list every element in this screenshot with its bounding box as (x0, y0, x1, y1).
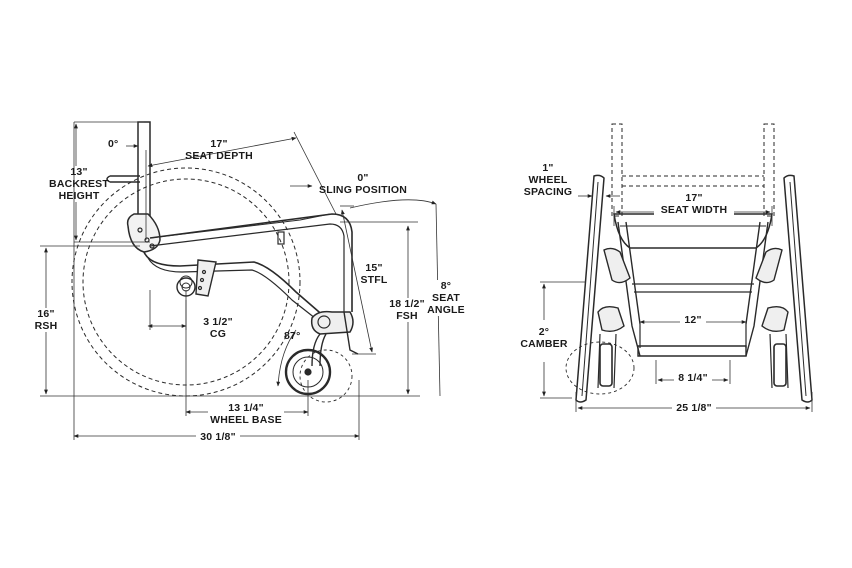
camber-value: 2° (538, 326, 550, 338)
rsh-value: 16" (37, 308, 55, 320)
camber-label: 2° CAMBER (516, 326, 572, 350)
fsh-label: 18 1/2" FSH (386, 298, 428, 322)
side-dimension-lines (40, 121, 441, 440)
fsh-name: FSH (396, 310, 418, 322)
caster-hub (304, 368, 312, 376)
seat-depth-label: 17" SEAT DEPTH (184, 138, 254, 162)
side-view (71, 121, 359, 403)
plate-hole (199, 277, 205, 283)
seat-sling (149, 213, 331, 239)
lower-frame (143, 251, 327, 319)
caster-housing-right (761, 305, 789, 333)
sling-position-value: 0" (357, 172, 369, 184)
cg-value: 3 1/2" (203, 316, 233, 328)
front-view (565, 123, 813, 403)
sling-position-name: SLING POSITION (319, 184, 407, 196)
caster-housing-left (597, 305, 625, 333)
seat-depth-name: SEAT DEPTH (185, 150, 253, 162)
plate-hole (201, 269, 207, 275)
seat-width-name: SEAT WIDTH (660, 204, 728, 216)
caster-swing-left (565, 341, 635, 395)
caster-swing-arc (299, 349, 353, 403)
inner-width-label: 12" (680, 314, 706, 326)
seat-angle-value: 8° (440, 280, 452, 292)
front-frame-right (745, 221, 769, 357)
handrim-left (581, 181, 599, 397)
cg-name: CG (209, 328, 227, 340)
seat-angle-label: 8° SEAT ANGLE (426, 280, 466, 316)
caster-angle-label: 87° (284, 330, 301, 342)
backrest-height-value: 13" (70, 166, 88, 178)
overall-length-label: 30 1/8" (196, 431, 240, 443)
overall-width-label: 25 1/8" (672, 402, 716, 414)
stfl-label: 15" STFL (358, 262, 390, 286)
wheel-base-value: 13 1/4" (228, 402, 264, 414)
backrest-post-left (611, 123, 623, 217)
caster-bolt (317, 315, 331, 329)
seat-sling-front (613, 213, 773, 249)
wheel-spacing-label: 1" WHEEL SPACING (520, 162, 576, 198)
backrest-crossbar (622, 175, 764, 187)
wheel-spacing-value: 1" (542, 162, 554, 174)
handrim-right (789, 181, 807, 397)
backrest-post-right (763, 123, 775, 217)
camber-name: CAMBER (520, 338, 568, 350)
wheel-spacing-name: WHEEL SPACING (523, 174, 573, 198)
seat-width-value: 17" (685, 192, 703, 204)
push-handle (106, 175, 140, 183)
lower-frame-inner (147, 257, 321, 323)
seat-rail (149, 213, 353, 312)
front-frame-left (617, 221, 641, 357)
backrest-bracket (126, 213, 161, 253)
wheel-base-label: 13 1/4" WHEEL BASE (208, 402, 284, 426)
stfl-value: 15" (365, 262, 383, 274)
wheel-base-name: WHEEL BASE (210, 414, 282, 426)
sling-position-label: 0" SLING POSITION (318, 172, 408, 196)
clamp (277, 231, 285, 245)
footplate (637, 345, 747, 357)
seat-rail-inner (149, 223, 345, 312)
backrest-height-label: 13" BACKREST HEIGHT (44, 166, 114, 202)
seat-angle-name: SEAT ANGLE (427, 292, 465, 316)
rsh-label: 16" RSH (30, 308, 62, 332)
backrest-height-name: BACKREST HEIGHT (49, 178, 109, 202)
axle-plate (195, 259, 217, 297)
plate-hole (197, 285, 203, 291)
stfl-name: STFL (360, 274, 388, 286)
seat-depth-value: 17" (210, 138, 228, 150)
cg-label: 3 1/2" CG (196, 316, 240, 340)
rsh-name: RSH (34, 320, 58, 332)
fsh-value: 18 1/2" (389, 298, 425, 310)
rear-wheel-hub (179, 275, 193, 289)
caster-wheel-left (599, 343, 613, 387)
backrest-angle-label: 0° (108, 138, 119, 150)
footplate-width-label: 8 1/4" (674, 372, 712, 384)
caster-wheel-right (773, 343, 787, 387)
bracket-hole (137, 227, 143, 233)
seat-width-label: 17" SEAT WIDTH (654, 192, 734, 216)
rear-wheel-left (575, 174, 605, 403)
